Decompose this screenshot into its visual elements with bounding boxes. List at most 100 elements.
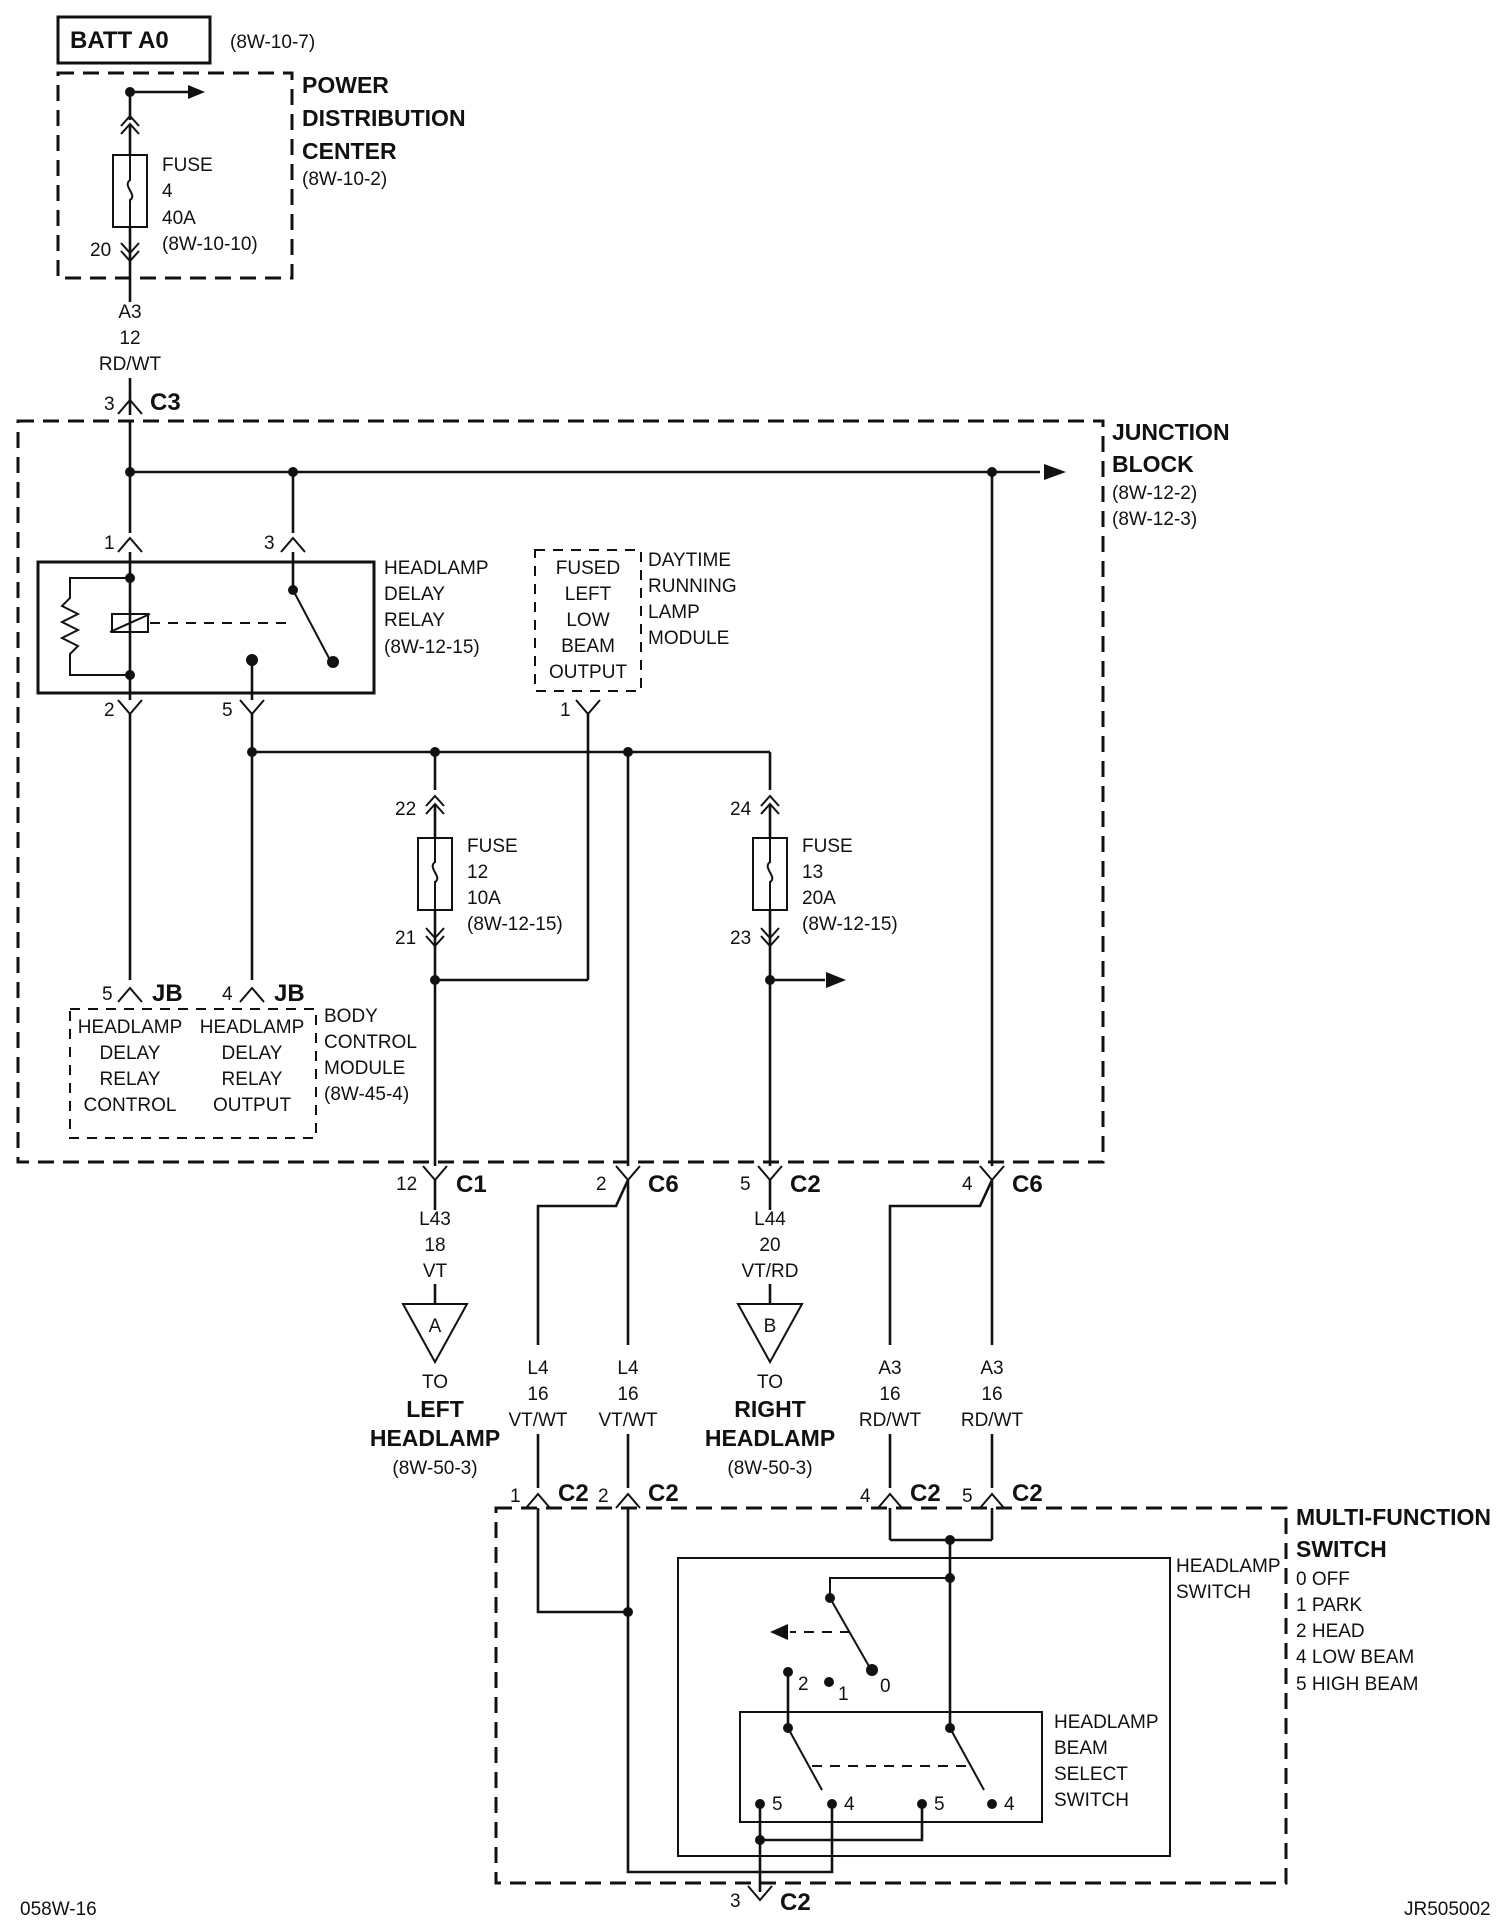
- mfs-pos-4: 4 LOW BEAM: [1296, 1647, 1414, 1668]
- a3b-circuit: A3: [980, 1358, 1003, 1379]
- fuse13-pin-out: 23: [730, 928, 751, 949]
- footer-right: JR505002: [1404, 1899, 1491, 1920]
- right-tag: B: [764, 1316, 777, 1337]
- bs-label-2: BEAM: [1054, 1738, 1108, 1759]
- pdc-title-3: CENTER: [302, 138, 397, 164]
- multi-function-switch: MULTI-FUNCTION SWITCH 0 OFF 1 PARK 2 HEA…: [494, 1504, 1491, 1916]
- c2a-name: C2: [790, 1171, 821, 1198]
- l4b-circuit: L4: [617, 1358, 639, 1379]
- l4b-color: VT/WT: [598, 1410, 657, 1431]
- c1-name: C1: [456, 1171, 487, 1198]
- fuse13-l1: FUSE: [802, 836, 853, 857]
- fuse12-l2: 12: [467, 862, 488, 883]
- pdc-title-2: DISTRIBUTION: [302, 105, 466, 131]
- bcm-m1: BODY: [324, 1006, 378, 1027]
- right-ref: (8W-50-3): [727, 1458, 812, 1479]
- l4a-circuit: L4: [527, 1358, 549, 1379]
- bs-a5: 5: [772, 1794, 783, 1815]
- bus-arrow-icon: [1044, 464, 1066, 480]
- battery-block: BATT A0 (8W-10-7): [56, 15, 315, 65]
- left-tag: A: [429, 1316, 442, 1337]
- l43-gauge: 18: [424, 1235, 445, 1256]
- fuse12-pin-in: 22: [395, 799, 416, 820]
- mc3-name: C2: [780, 1889, 811, 1916]
- headlamp-switch-box: [677, 1557, 1171, 1857]
- relay-l4: (8W-12-15): [384, 637, 480, 658]
- l4a-color: VT/WT: [508, 1410, 567, 1431]
- relay-pin-1: 1: [104, 533, 115, 554]
- bs-a4: 4: [844, 1794, 855, 1815]
- bcm-pin-b: 4: [222, 984, 233, 1005]
- l4a-gauge: 16: [527, 1384, 548, 1405]
- relay-pin-3: 3: [264, 533, 275, 554]
- battery-ref: (8W-10-7): [230, 32, 315, 53]
- resistor-icon: [59, 577, 130, 676]
- bcm-m4: (8W-45-4): [324, 1084, 409, 1105]
- bcm-a4: CONTROL: [84, 1095, 177, 1116]
- jb-ref-1: (8W-12-2): [1112, 483, 1197, 504]
- pdc-cavity: 20: [90, 240, 111, 261]
- right-name-1: RIGHT: [734, 1396, 806, 1422]
- relay-pin-2: 2: [104, 700, 115, 721]
- fuse4-l4: (8W-10-10): [162, 234, 258, 255]
- l4b-gauge: 16: [617, 1384, 638, 1405]
- fuse13-l2: 13: [802, 862, 823, 883]
- bcm-b4: OUTPUT: [213, 1095, 292, 1116]
- bcm-a2: DELAY: [100, 1043, 161, 1064]
- bcm-b2: DELAY: [222, 1043, 283, 1064]
- bcm-m3: MODULE: [324, 1058, 405, 1079]
- footer-left: 058W-16: [20, 1899, 97, 1920]
- drl-out-4: BEAM: [561, 636, 615, 657]
- mc5-pin: 5: [962, 1486, 973, 1507]
- left-name-1: LEFT: [406, 1396, 464, 1422]
- headlamp-delay-relay: [36, 560, 376, 695]
- right-to: TO: [757, 1372, 783, 1393]
- feed-color: RD/WT: [99, 354, 162, 375]
- bcm-b1: HEADLAMP: [200, 1017, 305, 1038]
- drl-out-5: OUTPUT: [549, 662, 628, 683]
- bs-b4: 4: [1004, 1794, 1015, 1815]
- a3a-color: RD/WT: [859, 1410, 922, 1431]
- feed-wire-a3: A3 12 RD/WT 3 C3: [99, 260, 181, 416]
- drl-mod-1: DAYTIME: [648, 550, 731, 571]
- fuse13-arrow-icon: [826, 972, 846, 988]
- body-control-module: [69, 1008, 317, 1139]
- pdc-title-1: POWER: [302, 72, 389, 98]
- left-name-2: HEADLAMP: [370, 1425, 500, 1451]
- mc2-name: C2: [648, 1480, 679, 1507]
- bcm-a3: RELAY: [100, 1069, 161, 1090]
- l43-color: VT: [423, 1261, 448, 1282]
- off-page-a-icon: [401, 1303, 469, 1365]
- junction-block: JUNCTION BLOCK (8W-12-2) (8W-12-3) 1 3 H…: [16, 419, 1230, 1166]
- mc1-pin: 1: [510, 1486, 521, 1507]
- coil-icon: [111, 613, 149, 633]
- mc4-pin: 4: [860, 1486, 871, 1507]
- bcm-conn-b: JB: [274, 980, 305, 1007]
- mc1-name: C2: [558, 1480, 589, 1507]
- l44-circuit: L44: [754, 1209, 786, 1230]
- beam-select-switch-box: [739, 1711, 1043, 1823]
- drl-mod-3: LAMP: [648, 602, 700, 623]
- right-name-2: HEADLAMP: [705, 1425, 835, 1451]
- c3-pin: 3: [104, 394, 115, 415]
- drl-pin: 1: [560, 700, 571, 721]
- drl-out-2: LEFT: [565, 584, 612, 605]
- off-page-b-icon: [736, 1303, 804, 1365]
- mfs-pos-1: 1 PARK: [1296, 1595, 1363, 1616]
- feed-gauge: 12: [119, 328, 140, 349]
- c3-name: C3: [150, 389, 181, 416]
- left-to: TO: [422, 1372, 448, 1393]
- c2a-pin: 5: [740, 1174, 751, 1195]
- bs-b5: 5: [934, 1794, 945, 1815]
- c6b-pin: 4: [962, 1174, 973, 1195]
- drl-mod-2: RUNNING: [648, 576, 737, 597]
- fuse13-pin-in: 24: [730, 799, 752, 820]
- a3a-gauge: 16: [879, 1384, 900, 1405]
- l44-gauge: 20: [759, 1235, 780, 1256]
- a3b-gauge: 16: [981, 1384, 1002, 1405]
- fuse4-l2: 4: [162, 181, 173, 202]
- l44-color: VT/RD: [742, 1261, 799, 1282]
- jb-output-connectors: 12 C1 2 C6 5 C2 4 C6: [396, 1165, 1043, 1198]
- bcm-a1: HEADLAMP: [78, 1017, 183, 1038]
- hs-pos-1: 1: [838, 1684, 849, 1705]
